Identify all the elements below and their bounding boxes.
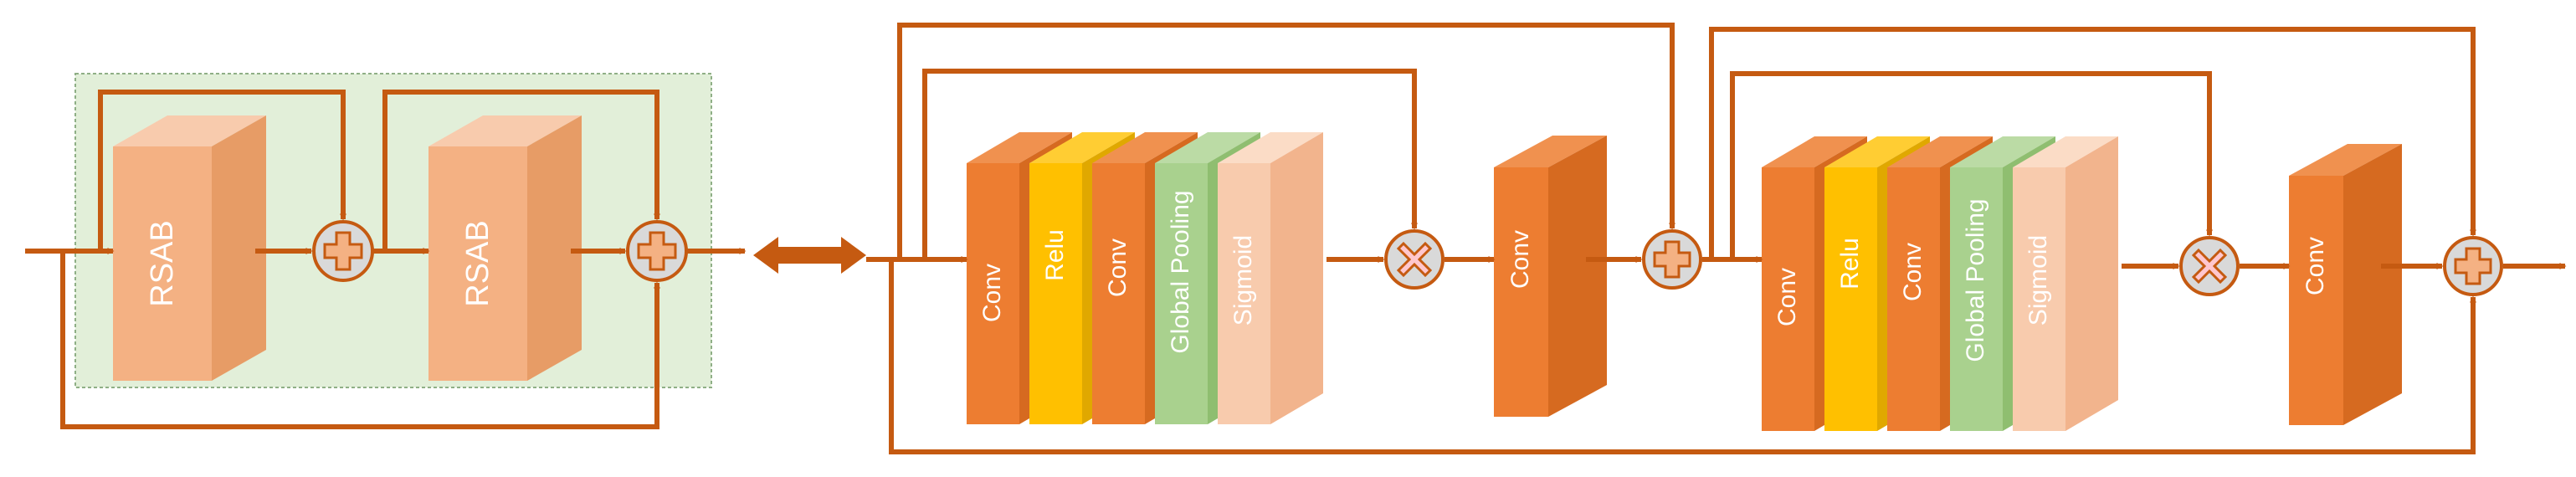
rsab-block-2-front <box>428 146 527 381</box>
rsab-block-2-side <box>527 115 582 381</box>
skip-add-1-to-add-2 <box>382 90 660 251</box>
sigmoid-block-2: Sigmoid <box>2013 136 2118 431</box>
conv-block-3: Conv <box>1494 136 1607 417</box>
skip-input-to-add-3 <box>897 23 1675 259</box>
rsab-block-2-label: RSAB <box>460 220 495 306</box>
sigmoid-block-2-label: Sigmoid <box>2024 235 2052 326</box>
skip-conv-4-input-to-multiply-2 <box>1730 71 2213 259</box>
conv-block-3-label: Conv <box>1506 230 1534 289</box>
add-operator-2 <box>626 220 688 282</box>
rsab-block-1-top <box>113 115 266 146</box>
skip-input-to-add-2 <box>60 251 660 429</box>
skip-input-to-add-4-bottom <box>889 259 2476 454</box>
conv-block-2-label: Conv <box>1104 238 1131 297</box>
conv-block-6: Conv <box>2289 144 2402 425</box>
rsab-block-2: RSAB <box>428 115 582 381</box>
sigmoid-block-1-label: Sigmoid <box>1229 235 1257 326</box>
add-operator-1 <box>312 220 374 282</box>
add-operator-1-plus <box>323 231 363 271</box>
add-operator-3 <box>1642 229 1702 290</box>
conv-block-4-label: Conv <box>1773 268 1801 326</box>
conv-block-5-label: Conv <box>1899 243 1927 301</box>
rsab-block-1-side <box>212 115 266 381</box>
global-pooling-block-2-label: Global Pooling <box>1962 198 1989 362</box>
rsab-detail-arrows <box>866 23 2567 454</box>
relu-block-1-label: Relu <box>1041 229 1069 281</box>
skip-input-to-add-1 <box>98 90 346 251</box>
rsab-block-1-label: RSAB <box>145 220 180 306</box>
double-headed-arrow <box>753 237 866 274</box>
skip-conv-input-to-multiply-1 <box>922 69 1418 259</box>
multiply-operator-2 <box>2179 236 2240 296</box>
rsab-group-arrows <box>25 90 747 429</box>
rsab-detail: Conv Relu Conv Global Pooling Sigmoid <box>866 23 2567 454</box>
rsab-group: RSAB RSAB <box>25 73 747 429</box>
conv-block-1-label: Conv <box>978 264 1006 322</box>
rsab-block-1: RSAB <box>113 115 266 381</box>
skip-add-3-to-add-4-top <box>1709 27 2476 259</box>
multiply-operator-1 <box>1384 229 1445 290</box>
conv-block-6-label: Conv <box>2301 237 2329 295</box>
relu-block-2-label: Relu <box>1836 238 1864 290</box>
add-operator-2-plus <box>637 231 677 271</box>
rsab-block-2-top <box>428 115 582 146</box>
sigmoid-block-1: Sigmoid <box>1218 132 1323 424</box>
global-pooling-block-1-label: Global Pooling <box>1167 190 1194 353</box>
add-operator-4 <box>2443 236 2503 296</box>
multiply-operator-1-cross <box>1396 241 1433 278</box>
rsab-block-1-front <box>113 146 212 381</box>
